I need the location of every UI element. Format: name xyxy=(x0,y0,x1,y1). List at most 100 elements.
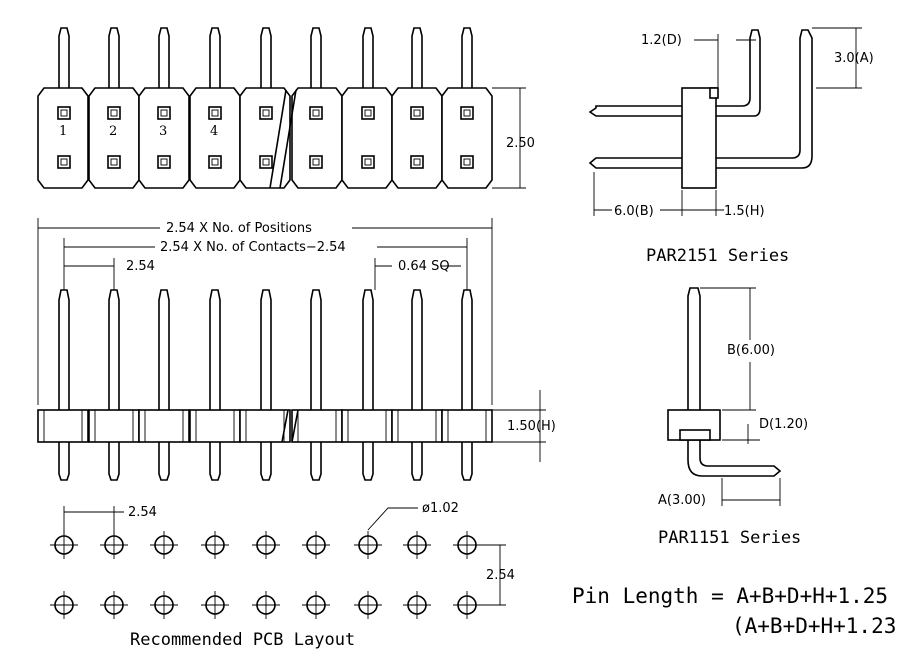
top-view-cell xyxy=(341,87,393,189)
front-view-cell xyxy=(88,409,140,443)
front-view-pin-lower xyxy=(108,442,120,481)
par2151-a-label: 3.0(A) xyxy=(834,51,874,66)
top-view-pin xyxy=(158,27,170,88)
top-view xyxy=(37,27,493,189)
front-view-cell xyxy=(441,409,493,443)
front-view-pin-upper xyxy=(461,289,473,410)
pin-number-3: 3 xyxy=(159,124,167,139)
top-view-pad xyxy=(157,155,171,169)
front-view-pin-upper xyxy=(411,289,423,410)
top-view-pad-inner xyxy=(463,109,471,117)
top-view-pin xyxy=(310,27,322,88)
pin-number-1: 1 xyxy=(59,124,67,139)
pin-number-2: 2 xyxy=(109,124,117,139)
par2151-h-label: 1.5(H) xyxy=(724,204,765,219)
top-view-pin xyxy=(209,27,221,88)
top-view-pin xyxy=(260,27,272,88)
contacts-dimension-label: 2.54 X No. of Contacts−2.54 xyxy=(160,240,346,255)
top-view-pad xyxy=(107,155,121,169)
top-view-pad-inner xyxy=(364,109,372,117)
top-view-pad-inner xyxy=(60,158,68,166)
top-view-pad xyxy=(208,106,222,120)
front-pitch-label: 2.54 xyxy=(126,259,155,274)
top-view-pad xyxy=(460,106,474,120)
pcb-layout-caption: Recommended PCB Layout xyxy=(130,630,355,650)
pin-length-formula: Pin Length = A+B+D+H+1.25 xyxy=(572,584,888,608)
front-view-pin-lower xyxy=(209,442,221,481)
top-view-pad xyxy=(361,155,375,169)
front-view-pin-upper xyxy=(209,289,221,410)
top-view-pad-inner xyxy=(413,109,421,117)
top-view-pin xyxy=(58,27,70,88)
top-view-cell xyxy=(37,87,89,189)
front-view-cell xyxy=(239,409,291,443)
top-view-pin xyxy=(461,27,473,88)
top-view-pin xyxy=(411,27,423,88)
top-view-pad-inner xyxy=(463,158,471,166)
front-view-cell xyxy=(391,409,443,443)
par2151-caption: PAR2151 Series xyxy=(646,246,789,266)
front-view xyxy=(37,289,493,481)
front-view-pin-lower xyxy=(260,442,272,481)
par2151-d-label: 1.2(D) xyxy=(641,33,682,48)
par1151-drawing xyxy=(667,287,782,477)
top-view-cell xyxy=(138,87,190,189)
top-view-cell xyxy=(189,87,241,189)
front-height-label: 1.50(H) xyxy=(507,419,556,434)
par2151-drawing xyxy=(588,29,813,189)
front-view-pin-upper xyxy=(362,289,374,410)
front-view-pin-upper xyxy=(58,289,70,410)
front-view-cell xyxy=(37,409,89,443)
pcb-row-pitch-label: 2.54 xyxy=(486,568,515,583)
top-view-pad xyxy=(410,106,424,120)
front-view-pin-upper xyxy=(260,289,272,410)
par1151-a-label: A(3.00) xyxy=(658,493,706,508)
top-view-pad-inner xyxy=(160,158,168,166)
front-view-pin-lower xyxy=(362,442,374,481)
top-view-cell xyxy=(391,87,443,189)
front-view-pin-lower xyxy=(310,442,322,481)
top-view-pad xyxy=(57,106,71,120)
front-view-pin-lower xyxy=(158,442,170,481)
front-view-cell xyxy=(291,409,343,443)
top-view-cell xyxy=(88,87,140,189)
top-view-pad-inner xyxy=(110,158,118,166)
top-view-pad xyxy=(259,106,273,120)
top-view-pad xyxy=(57,155,71,169)
par1151-caption: PAR1151 Series xyxy=(658,528,801,548)
front-view-cell xyxy=(341,409,393,443)
pcb-holes xyxy=(50,531,481,619)
pcb-pitch-label: 2.54 xyxy=(128,505,157,520)
top-view-pad-inner xyxy=(413,158,421,166)
top-view-cell xyxy=(441,87,493,189)
top-view-pad-inner xyxy=(211,158,219,166)
top-view-pad xyxy=(309,106,323,120)
front-view-pin-lower xyxy=(58,442,70,481)
top-view-cell xyxy=(291,87,343,189)
top-view-pad xyxy=(107,106,121,120)
front-view-pin-upper xyxy=(310,289,322,410)
top-view-pad-inner xyxy=(262,109,270,117)
front-view-pin-lower xyxy=(411,442,423,481)
top-view-pad-inner xyxy=(312,158,320,166)
pin-number-4: 4 xyxy=(210,124,218,139)
top-view-pad-inner xyxy=(364,158,372,166)
top-view-pad xyxy=(460,155,474,169)
top-view-pad xyxy=(309,155,323,169)
top-view-pad xyxy=(208,155,222,169)
pcb-hole-label: ø1.02 xyxy=(422,501,459,516)
front-view-break-mark xyxy=(281,409,299,443)
top-view-pad xyxy=(410,155,424,169)
top-view-pad-inner xyxy=(262,158,270,166)
par2151-b-label: 6.0(B) xyxy=(614,204,654,219)
front-view-cell xyxy=(138,409,190,443)
front-view-pin-lower xyxy=(461,442,473,481)
top-view-pad-inner xyxy=(110,109,118,117)
front-view-pin-upper xyxy=(108,289,120,410)
par1151-b-label: B(6.00) xyxy=(727,343,775,358)
top-view-break-mark xyxy=(269,89,297,189)
top-view-pin xyxy=(108,27,120,88)
top-view-pad xyxy=(157,106,171,120)
top-view-height-label: 2.50 xyxy=(506,136,535,151)
